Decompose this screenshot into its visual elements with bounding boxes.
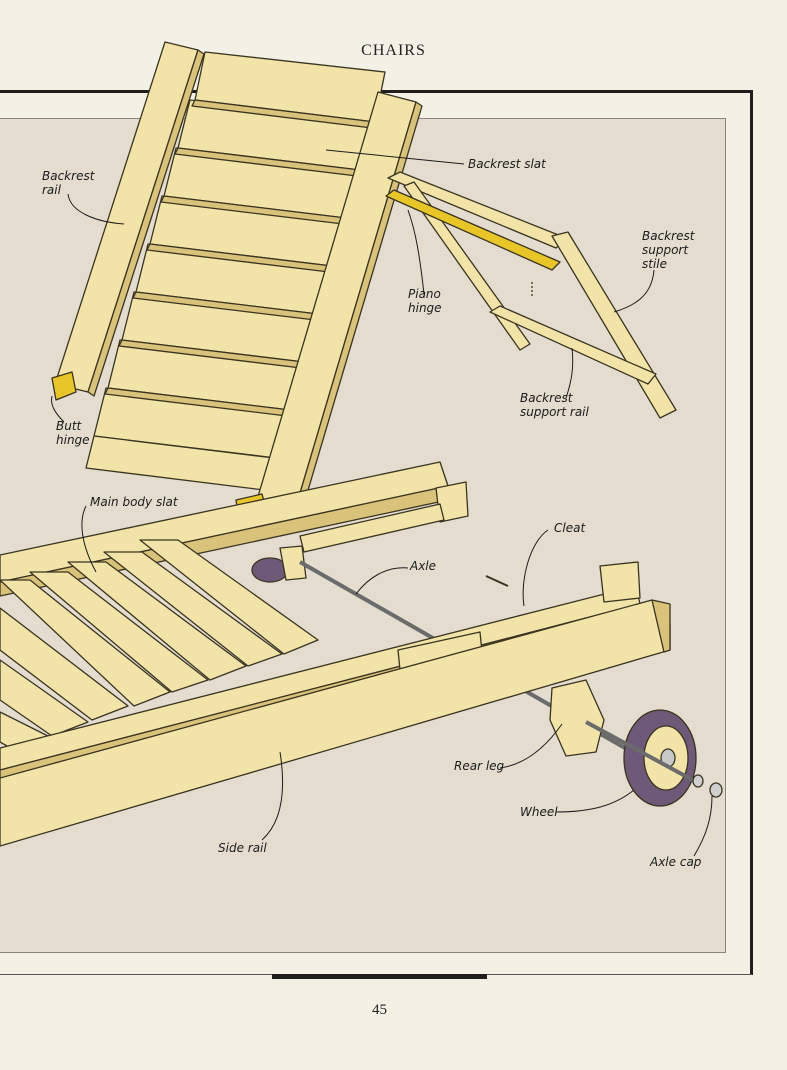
page-number: 45 <box>372 1002 387 1018</box>
label-axle: Axle <box>409 559 436 573</box>
label-rear-leg: Rear leg <box>454 759 505 773</box>
main-body-slats <box>0 539 319 751</box>
label-backrest-support-stile: Backrest support stile <box>642 229 698 271</box>
screw <box>485 575 509 587</box>
washer <box>692 774 704 788</box>
right-margin-rule <box>750 90 753 975</box>
rear-leg <box>549 679 605 757</box>
page-header-title: CHAIRS <box>361 42 426 59</box>
label-backrest-rail: Backrest rail <box>42 169 98 197</box>
label-side-rail: Side rail <box>218 841 267 855</box>
butt-hinge-left <box>51 371 77 401</box>
label-butt-hinge: Butt hinge <box>56 419 90 447</box>
label-backrest-slat: Backrest slat <box>468 157 547 171</box>
backrest-slat-shadows <box>104 99 376 417</box>
backrest-assembly <box>51 41 423 525</box>
axle-cap <box>709 782 723 798</box>
label-cleat: Cleat <box>554 521 586 535</box>
label-piano-hinge: Piano hinge <box>408 287 445 315</box>
wheel <box>623 709 697 807</box>
callout-labels: Backrest rail Backrest slat Backrest sup… <box>42 157 702 869</box>
label-backrest-support-rail: Backrest support rail <box>520 391 590 419</box>
label-main-body-slat: Main body slat <box>90 495 179 509</box>
backrest-support-assembly <box>385 171 677 419</box>
label-wheel: Wheel <box>520 805 558 819</box>
footer-accent-bar <box>272 974 487 979</box>
label-axle-cap: Axle cap <box>649 855 702 869</box>
piano-hinge <box>385 189 561 271</box>
